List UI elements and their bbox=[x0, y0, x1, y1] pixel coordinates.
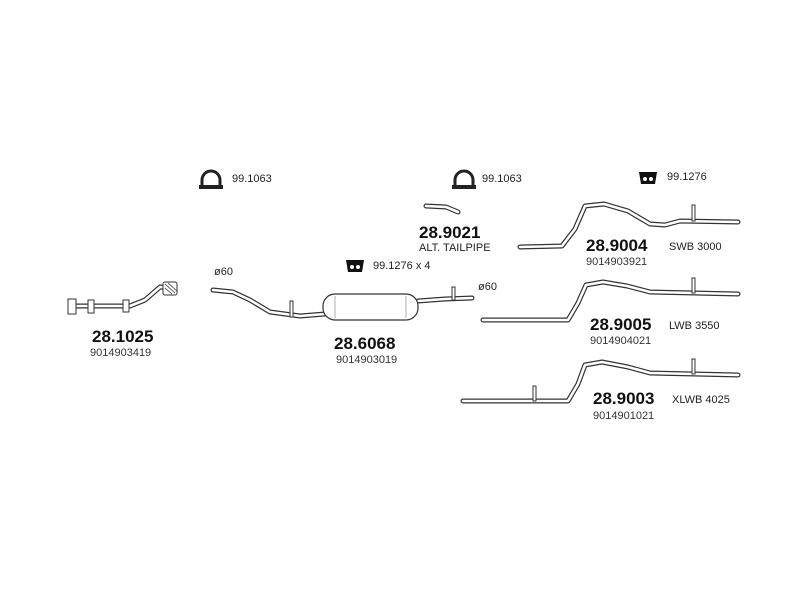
clamp-icon-b bbox=[452, 169, 476, 189]
tailpipe-lwb-drawing bbox=[480, 277, 741, 323]
tail-xlwb-oe: 9014901021 bbox=[593, 410, 655, 422]
tail-xlwb-code: 28.9003 bbox=[593, 389, 655, 408]
silencer-dia-right: ø60 bbox=[478, 281, 497, 293]
clamp-icon-a bbox=[199, 169, 223, 189]
silencer-dia-left: ø60 bbox=[214, 266, 233, 278]
alt-tailpipe-drawing bbox=[423, 203, 461, 215]
silencer-oe: 9014903019 bbox=[336, 354, 398, 366]
front-pipe-oe: 9014903419 bbox=[90, 347, 152, 359]
tail-swb-variant: SWB 3000 bbox=[669, 241, 722, 253]
clamp-b-code: 99.1063 bbox=[482, 173, 522, 185]
tail-lwb-code: 28.9005 bbox=[590, 315, 652, 334]
clamp-a-code: 99.1063 bbox=[232, 173, 272, 185]
tail-lwb-variant: LWB 3550 bbox=[669, 320, 720, 332]
middle-silencer-drawing bbox=[210, 286, 475, 321]
hanger-top-code: 99.1276 bbox=[667, 171, 707, 183]
tail-swb-oe: 9014903921 bbox=[586, 256, 648, 268]
silencer-code: 28.6068 bbox=[334, 334, 396, 353]
front-pipe-drawing bbox=[67, 281, 178, 315]
tailpipe-swb-drawing bbox=[517, 201, 741, 250]
alt-tailpipe-desc: ALT. TAILPIPE bbox=[419, 242, 491, 254]
hanger-mid-code: 99.1276 x 4 bbox=[373, 260, 431, 272]
rubber-hanger-icon-top bbox=[639, 172, 657, 184]
rubber-hanger-icon-mid bbox=[346, 260, 364, 272]
alt-tailpipe-code: 28.9021 bbox=[419, 223, 481, 242]
tailpipe-xlwb-drawing bbox=[460, 358, 741, 404]
tail-swb-code: 28.9004 bbox=[586, 236, 648, 255]
tail-xlwb-variant: XLWB 4025 bbox=[672, 394, 730, 406]
tail-lwb-oe: 9014904021 bbox=[590, 335, 652, 347]
front-pipe-code: 28.1025 bbox=[92, 327, 154, 346]
